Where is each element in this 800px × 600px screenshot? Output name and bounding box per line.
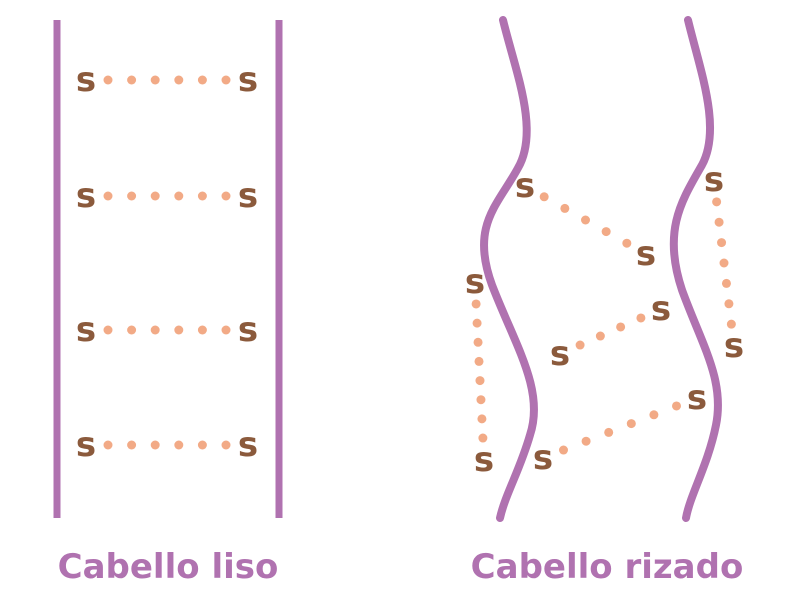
bond-dot (221, 191, 231, 201)
curly-hair-caption: Cabello rizado (471, 547, 744, 587)
bond-dot (174, 325, 184, 335)
bond-dot (127, 191, 137, 201)
bond-dot (103, 191, 113, 201)
bond-dot (478, 433, 488, 443)
bond-dot (724, 299, 734, 309)
bond-dot (476, 395, 486, 405)
bond-dot (622, 238, 632, 248)
bond-dot (558, 445, 568, 455)
bond-dot (197, 325, 207, 335)
sulfur-atom-label: s (76, 176, 96, 216)
bond-dot (575, 340, 585, 350)
bond-dot (197, 191, 207, 201)
bond-dot (221, 75, 231, 85)
sulfur-atom-label: s (550, 334, 570, 374)
bond-dot (719, 258, 729, 268)
bond-dot (477, 414, 487, 424)
sulfur-atom-label: s (238, 60, 258, 100)
bond-dot (604, 427, 614, 437)
bond-dot (601, 227, 611, 237)
bond-dot (471, 299, 481, 309)
bond-dot (150, 75, 160, 85)
bond-dot (103, 440, 113, 450)
bond-dot (103, 325, 113, 335)
bond-dot (636, 313, 646, 323)
bond-dot (475, 376, 485, 386)
bond-dot (221, 325, 231, 335)
straight-atoms: s s s s s s s s (76, 60, 258, 465)
straight-hair-caption: Cabello liso (58, 547, 279, 587)
sulfur-atom-label: s (533, 438, 553, 478)
bond-dot (726, 319, 736, 329)
bond-dot (221, 440, 231, 450)
curly-strand-left (479, 16, 538, 522)
sulfur-atom-label: s (704, 160, 724, 200)
bond-dot (712, 197, 722, 207)
bond-dot (150, 440, 160, 450)
bond-dot (581, 436, 591, 446)
sulfur-atom-label: s (465, 262, 485, 302)
sulfur-atom-label: s (76, 60, 96, 100)
sulfur-atom-label: s (76, 310, 96, 350)
sulfur-atom-label: s (687, 378, 707, 418)
curly-strand-right (669, 16, 723, 522)
bond-dot (581, 215, 590, 225)
sulfur-atom-label: s (651, 289, 671, 329)
bond-dot (150, 191, 160, 201)
bond-dot (197, 440, 207, 450)
bond-dot (127, 440, 137, 450)
sulfur-atom-label: s (724, 326, 744, 366)
bond-dot (474, 356, 484, 366)
bond-dot (560, 203, 570, 213)
bond-dot (127, 75, 137, 85)
bond-dot (672, 401, 682, 411)
bond-dot (721, 278, 731, 288)
bond-dot (714, 217, 724, 227)
sulfur-atom-label: s (636, 234, 656, 274)
bond-dot (595, 331, 605, 341)
bond-dot (539, 192, 549, 202)
sulfur-atom-label: s (238, 176, 258, 216)
bond-dot (150, 325, 160, 335)
curly-bonds (471, 192, 736, 455)
sulfur-atom-label: s (238, 425, 258, 465)
sulfur-atom-label: s (238, 310, 258, 350)
bond-dot (103, 75, 113, 85)
straight-hair-panel: s s s s s s s s (53, 20, 283, 518)
bond-dot (717, 238, 727, 248)
bond-dot (127, 325, 137, 335)
bond-dot (174, 440, 184, 450)
bond-dot (174, 75, 184, 85)
bond-dot (472, 318, 482, 328)
bond-dot (473, 337, 483, 347)
sulfur-atom-label: s (474, 440, 494, 480)
bond-dot (174, 191, 184, 201)
bond-dot (616, 322, 626, 332)
sulfur-atom-label: s (76, 425, 96, 465)
bond-dot (197, 75, 207, 85)
straight-bonds (103, 75, 231, 450)
sulfur-atom-label: s (515, 166, 535, 206)
bond-dot (626, 419, 636, 429)
bond-dot (649, 410, 659, 420)
